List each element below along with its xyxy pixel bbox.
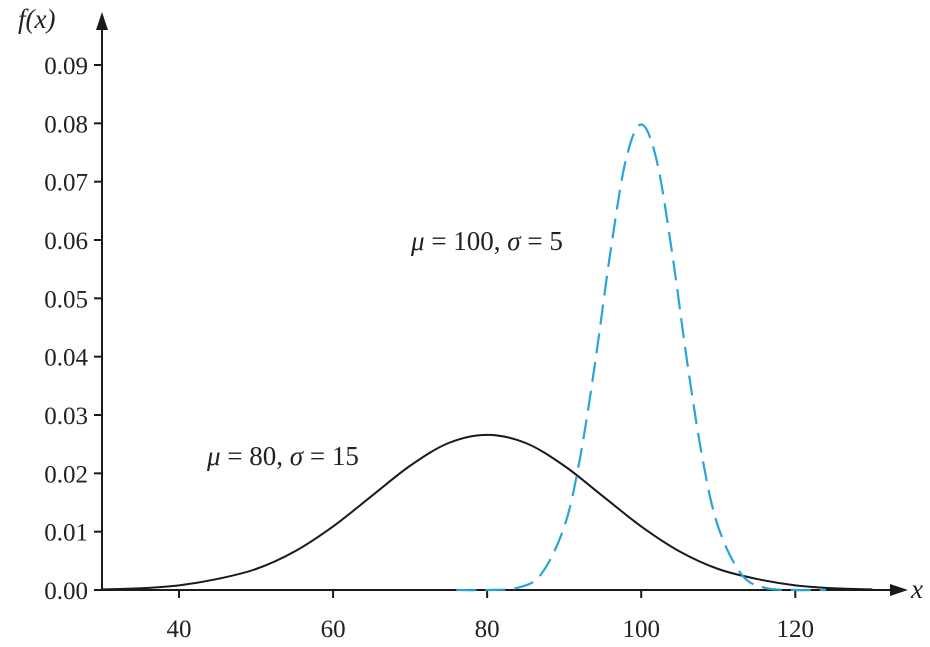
y-ticks: 0.00 0.01 0.02 0.03 0.04 0.05 0.06 0.07 0.08 0.09	[44, 53, 102, 605]
series-label-mu100-eq2: = 5	[521, 226, 563, 256]
y-tick-label: 0.07	[44, 170, 88, 197]
series-label-mu100-mu: μ	[410, 226, 425, 256]
y-tick-label: 0.09	[44, 53, 88, 80]
y-tick-label: 0.06	[44, 228, 88, 255]
x-tick-label: 100	[622, 616, 660, 643]
series-label-mu100-sigma: σ	[507, 226, 522, 256]
y-tick-label: 0.05	[44, 286, 88, 313]
y-axis-title: f(x)	[18, 4, 55, 34]
y-tick-label: 0.08	[44, 111, 88, 138]
series-label-mu100-eq1: = 100,	[425, 226, 508, 256]
x-ticks: 40 60 80 100 120	[167, 590, 814, 643]
series-label-mu80-eq2: = 15	[303, 441, 359, 471]
y-axis-arrow	[96, 12, 108, 30]
x-axis-title: x	[910, 574, 923, 604]
series-label-mu80-mu: μ	[206, 441, 221, 471]
y-tick-label: 0.03	[44, 403, 88, 430]
y-tick-label: 0.02	[44, 461, 88, 488]
series-label-mu100: μ = 100, σ = 5	[410, 226, 563, 256]
series-line-mu100	[456, 123, 827, 592]
series-label-mu80: μ = 80, σ = 15	[206, 441, 359, 471]
y-tick-label: 0.01	[44, 520, 88, 547]
x-tick-label: 80	[475, 616, 500, 643]
x-tick-label: 40	[167, 616, 192, 643]
x-tick-label: 60	[321, 616, 346, 643]
x-tick-label: 120	[777, 616, 815, 643]
series-line-mu80	[101, 433, 873, 591]
y-tick-label: 0.00	[44, 578, 88, 605]
y-tick-label: 0.04	[44, 345, 88, 372]
series-label-mu80-sigma: σ	[290, 441, 305, 471]
curves	[101, 123, 873, 592]
x-axis-arrow	[890, 584, 908, 596]
series-label-mu80-eq1: = 80,	[221, 441, 290, 471]
